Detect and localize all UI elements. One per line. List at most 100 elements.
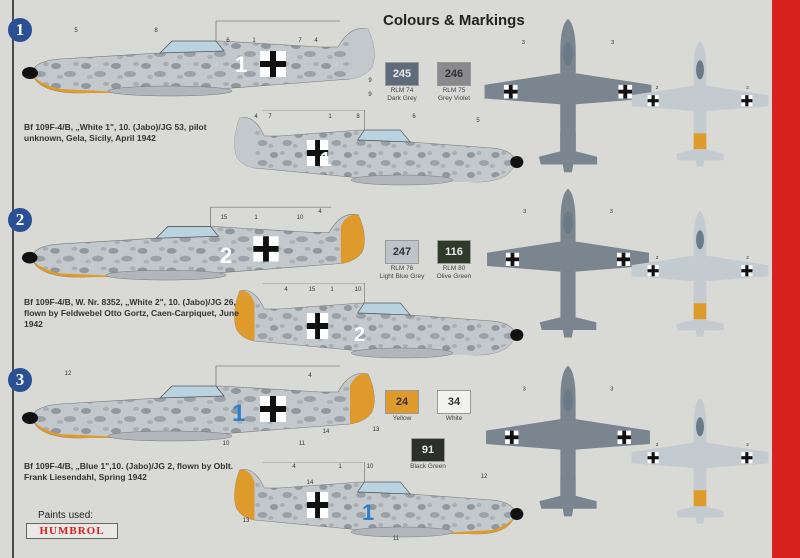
callout-number: 3 <box>610 387 613 393</box>
paint-swatch-24: 24 <box>385 390 419 414</box>
callout-number: 7 <box>298 38 302 44</box>
callout-number: 4 <box>254 114 258 120</box>
profile-2-left: 2 15 1 10 4 <box>21 206 365 281</box>
profile-2-right: 2 4 15 1 10 <box>234 283 524 359</box>
scheme-number-3: 3 <box>8 368 32 392</box>
callout-number: 3 <box>523 387 526 393</box>
fuselage-number: 2 <box>354 324 365 346</box>
callout-number: 9 <box>368 78 372 84</box>
callout-number: 1 <box>254 215 258 221</box>
paint-swatch-34: 34 <box>437 390 471 414</box>
callout-number: 15 <box>221 215 228 221</box>
paint-swatch-label: White <box>424 415 484 423</box>
callout-number: 9 <box>368 92 372 98</box>
callout-number: 10 <box>223 441 230 447</box>
profile-3-right: 1 4 14 1 10 12 13 11 <box>234 462 524 542</box>
callout-number: 10 <box>367 464 374 470</box>
paint-name: Light Blue Grey <box>379 273 425 280</box>
callout-number: 2 <box>656 442 659 448</box>
callout-number: 3 <box>611 40 614 46</box>
humbrol-logo: HUMBROL <box>26 523 118 539</box>
paint-name: Grey Violet <box>437 95 471 102</box>
page-edge-line <box>12 0 14 558</box>
callout-number: 13 <box>243 518 250 524</box>
callout-number: 2 <box>746 255 749 261</box>
callout-number: 1 <box>338 464 342 470</box>
callout-number: 12 <box>65 371 72 377</box>
callout-number: 1 <box>328 114 332 120</box>
paint-swatch-245: 245 <box>385 62 419 86</box>
callout-number: 8 <box>154 28 158 34</box>
callout-number: 3 <box>610 209 613 215</box>
callout-number: 2 <box>656 85 659 91</box>
paint-swatch-246: 246 <box>437 62 471 86</box>
fuselage-number: 1 <box>362 500 374 525</box>
rlm-code: RLM 75 <box>442 87 466 94</box>
paints-used-label: Paints used: <box>38 510 94 521</box>
fuselage-number: 1 <box>235 52 247 77</box>
paint-swatch-247: 247 <box>385 240 419 264</box>
scheme-number-1: 1 <box>8 18 32 42</box>
callout-number: 6 <box>412 114 416 120</box>
scheme-number-2: 2 <box>8 208 32 232</box>
callout-number: 1 <box>252 38 256 44</box>
paint-name: Olive Green <box>436 273 472 280</box>
scheme-1-caption: Bf 109F-4/B, „White 1", 10. (Jabo)/JG 53… <box>24 122 207 143</box>
paint-name: Black Green <box>410 463 446 470</box>
callout-number: 8 <box>356 114 360 120</box>
callout-number: 1 <box>330 287 334 293</box>
callout-number: 11 <box>393 536 400 542</box>
callout-number: 14 <box>307 480 314 486</box>
scheme-2-caption: Bf 109F-4/B, W. Nr. 8352, „White 2", 10.… <box>24 297 239 329</box>
callout-number: 10 <box>297 215 304 221</box>
fuselage-number: 2 <box>220 243 232 268</box>
scheme-3-caption: Bf 109F-4/B, „Blue 1",10. (Jabo)/JG 2, f… <box>24 461 234 482</box>
callout-number: 2 <box>746 442 749 448</box>
paint-swatch-label: Yellow <box>372 415 432 423</box>
paint-name: White <box>445 415 463 422</box>
callout-number: 4 <box>284 287 288 293</box>
paint-swatch-label: Black Green <box>398 463 458 471</box>
callout-number: 4 <box>308 373 312 379</box>
paint-name: Yellow <box>392 415 412 422</box>
callout-number: 4 <box>318 209 322 215</box>
callout-number: 2 <box>656 255 659 261</box>
callout-number: 14 <box>323 429 330 435</box>
profile-3-left: 1 12 4 13 14 11 10 <box>20 365 380 447</box>
fuselage-number: 1 <box>232 400 245 427</box>
profile-1-left: 1 5 8 6 1 7 4 9 9 <box>20 20 380 98</box>
profile-1-right: 1 4 7 1 8 6 5 <box>234 110 524 186</box>
paint-swatch-116: 116 <box>437 240 471 264</box>
page-title: Colours & Markings <box>383 12 525 29</box>
callout-number: 5 <box>476 118 480 124</box>
paint-swatch-91: 91 <box>411 438 445 462</box>
paint-name: Dark Grey <box>387 95 417 102</box>
callout-number: 13 <box>373 427 380 433</box>
callout-number: 11 <box>299 441 306 447</box>
callout-number: 6 <box>226 38 230 44</box>
callout-number: 4 <box>292 464 296 470</box>
callout-number: 3 <box>523 209 526 215</box>
callout-number: 15 <box>309 287 316 293</box>
callout-number: 10 <box>355 287 362 293</box>
rlm-code: RLM 80 <box>442 265 466 272</box>
rlm-code: RLM 74 <box>390 87 414 94</box>
rlm-code: RLM 76 <box>390 265 414 272</box>
callout-number: 12 <box>481 474 488 480</box>
red-border <box>772 0 800 558</box>
callout-number: 2 <box>746 85 749 91</box>
callout-number: 5 <box>74 28 78 34</box>
callout-number: 7 <box>268 114 272 120</box>
callout-number: 4 <box>314 38 318 44</box>
callout-number: 3 <box>522 40 525 46</box>
fuselage-number: 1 <box>320 149 331 171</box>
